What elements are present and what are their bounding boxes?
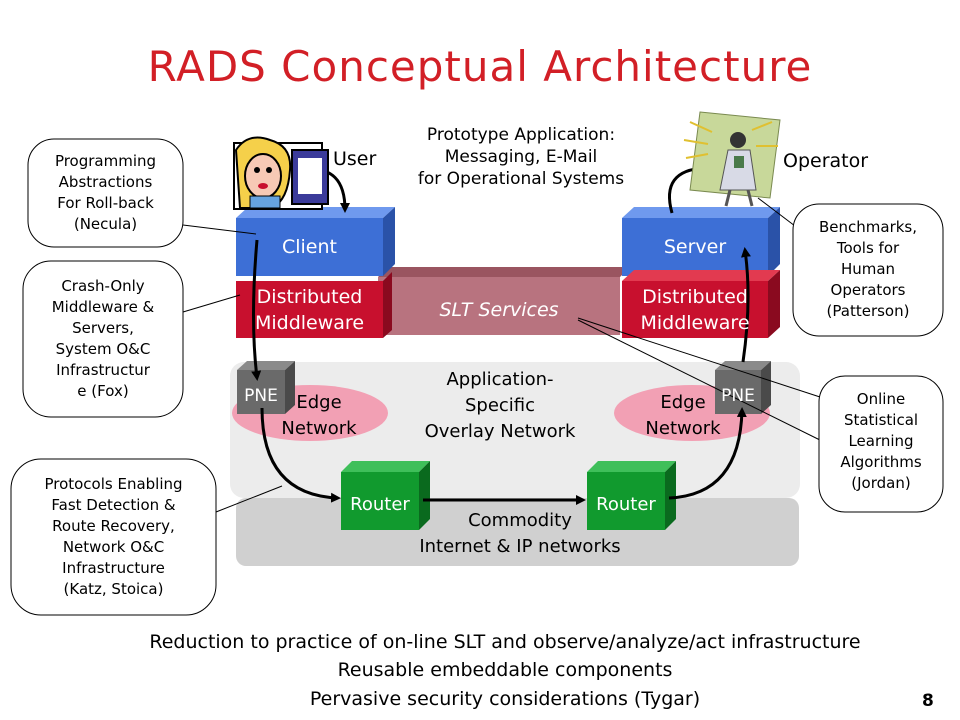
- edge-right-line-1: Edge: [660, 392, 706, 413]
- server-box: [622, 218, 768, 276]
- callout-benchmarks-line-4: Operators: [830, 281, 906, 299]
- user-at-computer-icon: [233, 136, 329, 210]
- callout-online-line-3: Learning: [848, 432, 914, 450]
- callout-benchmarks-line-1: Benchmarks,: [818, 218, 918, 236]
- callout-programming-line-1: Programming: [54, 152, 157, 170]
- callout-benchmarks-line-2: Tools for: [836, 239, 900, 257]
- distributed-middleware-right: [622, 281, 768, 338]
- callout-online-line-1: Online: [856, 390, 906, 408]
- callout-crash-line-1: Crash-Only: [61, 277, 145, 295]
- callout-line-benchmarks: [757, 197, 796, 227]
- callout-line-online-2: [577, 319, 831, 446]
- pne-right-label: PNE: [721, 386, 755, 406]
- router-left-label: Router: [350, 494, 410, 515]
- callout-crash-line-2: Middleware &: [51, 298, 155, 316]
- slide-number: 8: [922, 691, 934, 711]
- callout-crash-only: Crash-Only Middleware & Servers, System …: [23, 276, 183, 402]
- callout-line-protocols: [215, 485, 283, 513]
- overlay-line-3: Overlay Network: [424, 421, 576, 442]
- prototype-app-text: Prototype Application: Messaging, E-Mail…: [392, 124, 650, 190]
- callout-crash-line-3: Servers,: [72, 319, 134, 337]
- distributed-middleware-left: [236, 281, 383, 338]
- overlay-line-2: Specific: [464, 395, 536, 416]
- arrow-pne-to-router: [260, 407, 341, 503]
- edge-network-left-label: Edge Network: [264, 390, 374, 442]
- edge-left-line-2: Network: [281, 418, 357, 439]
- callout-benchmarks-bubble: [792, 203, 944, 337]
- callout-online: Online Statistical Learning Algorithms (…: [819, 389, 943, 494]
- slide-title: RADS Conceptual Architecture: [147, 42, 813, 91]
- distributed-middleware-left-label: Distributed Middleware: [236, 284, 383, 336]
- callout-benchmarks-line-5: (Patterson): [826, 302, 910, 320]
- callout-crash-line-6: e (Fox): [77, 382, 129, 400]
- callout-online-line-4: Algorithms: [840, 453, 922, 471]
- client-box: [236, 218, 383, 276]
- arrow-client-to-pne: [251, 239, 262, 381]
- prototype-app-line-1: Prototype Application:: [426, 125, 616, 145]
- overlay-line-1: Application-: [446, 369, 554, 390]
- callout-online-bubble: [818, 375, 944, 513]
- router-right-box: [587, 472, 665, 530]
- user-label: User: [333, 148, 377, 170]
- bottom-line-2: Reusable embeddable components: [337, 659, 673, 681]
- callout-online-line-2: Statistical: [843, 411, 919, 429]
- callout-line-online: [577, 317, 821, 398]
- overlay-network-label: Application- Specific Overlay Network: [415, 367, 585, 445]
- slt-services-band: [378, 277, 620, 335]
- bottom-line-1: Reduction to practice of on-line SLT and…: [149, 631, 861, 653]
- callout-protocols-line-3: Route Recovery,: [52, 517, 175, 535]
- callout-protocols-bubble: [10, 458, 217, 616]
- middleware-right-line-1: Distributed: [642, 286, 748, 308]
- callout-protocols-line-1: Protocols Enabling: [44, 475, 183, 493]
- router-left-box: [341, 472, 419, 530]
- prototype-app-line-3: for Operational Systems: [417, 169, 625, 189]
- pne-left-label: PNE: [244, 386, 278, 406]
- arrow-pne-to-server: [741, 247, 751, 363]
- server-label: Server: [663, 236, 727, 258]
- edge-left-line-1: Edge: [296, 392, 342, 413]
- edge-right-line-2: Network: [645, 418, 721, 439]
- callout-protocols: Protocols Enabling Fast Detection & Rout…: [11, 474, 216, 600]
- operator-person-icon: [683, 111, 781, 207]
- commodity-internet-label: Commodity Internet & IP networks: [380, 508, 660, 560]
- operator-label: Operator: [783, 150, 869, 172]
- callout-programming-bubble: [27, 138, 184, 248]
- callout-protocols-line-4: Network O&C: [62, 538, 165, 556]
- callout-crash-line-5: Infrastructur: [56, 361, 150, 379]
- commodity-line-1: Commodity: [468, 510, 572, 531]
- slt-services-label: SLT Services: [439, 299, 559, 321]
- middleware-left-line-1: Distributed: [256, 286, 363, 308]
- callout-protocols-line-6: (Katz, Stoica): [63, 580, 164, 598]
- callout-benchmarks: Benchmarks, Tools for Human Operators (P…: [793, 217, 943, 322]
- callout-crash-line-4: System O&C: [55, 340, 151, 358]
- callout-benchmarks-line-3: Human: [840, 260, 896, 278]
- distributed-middleware-right-label: Distributed Middleware: [622, 284, 768, 336]
- edge-network-right-label: Edge Network: [628, 390, 738, 442]
- callout-programming: Programming Abstractions For Roll-back (…: [28, 151, 183, 235]
- callout-crash-only-bubble: [22, 260, 184, 418]
- callout-protocols-line-5: Infrastructure: [62, 559, 165, 577]
- callout-programming-line-2: Abstractions: [58, 173, 153, 191]
- middleware-right-line-2: Middleware: [640, 312, 750, 334]
- callout-protocols-line-2: Fast Detection &: [51, 496, 176, 514]
- callout-online-line-5: (Jordan): [851, 474, 911, 492]
- arrow-router-to-pne: [668, 407, 747, 500]
- client-label: Client: [281, 236, 337, 258]
- callout-line-crash-only: [182, 294, 241, 313]
- callout-programming-line-4: (Necula): [73, 215, 138, 233]
- callout-line-programming: [182, 224, 257, 235]
- commodity-line-2: Internet & IP networks: [419, 536, 621, 557]
- callout-programming-line-3: For Roll-back: [57, 194, 154, 212]
- slt-band-top: [378, 267, 630, 277]
- bottom-line-3: Pervasive security considerations (Tygar…: [309, 688, 701, 710]
- middleware-left-line-2: Middleware: [254, 312, 365, 334]
- prototype-app-line-2: Messaging, E-Mail: [444, 147, 598, 167]
- router-right-label: Router: [596, 494, 656, 515]
